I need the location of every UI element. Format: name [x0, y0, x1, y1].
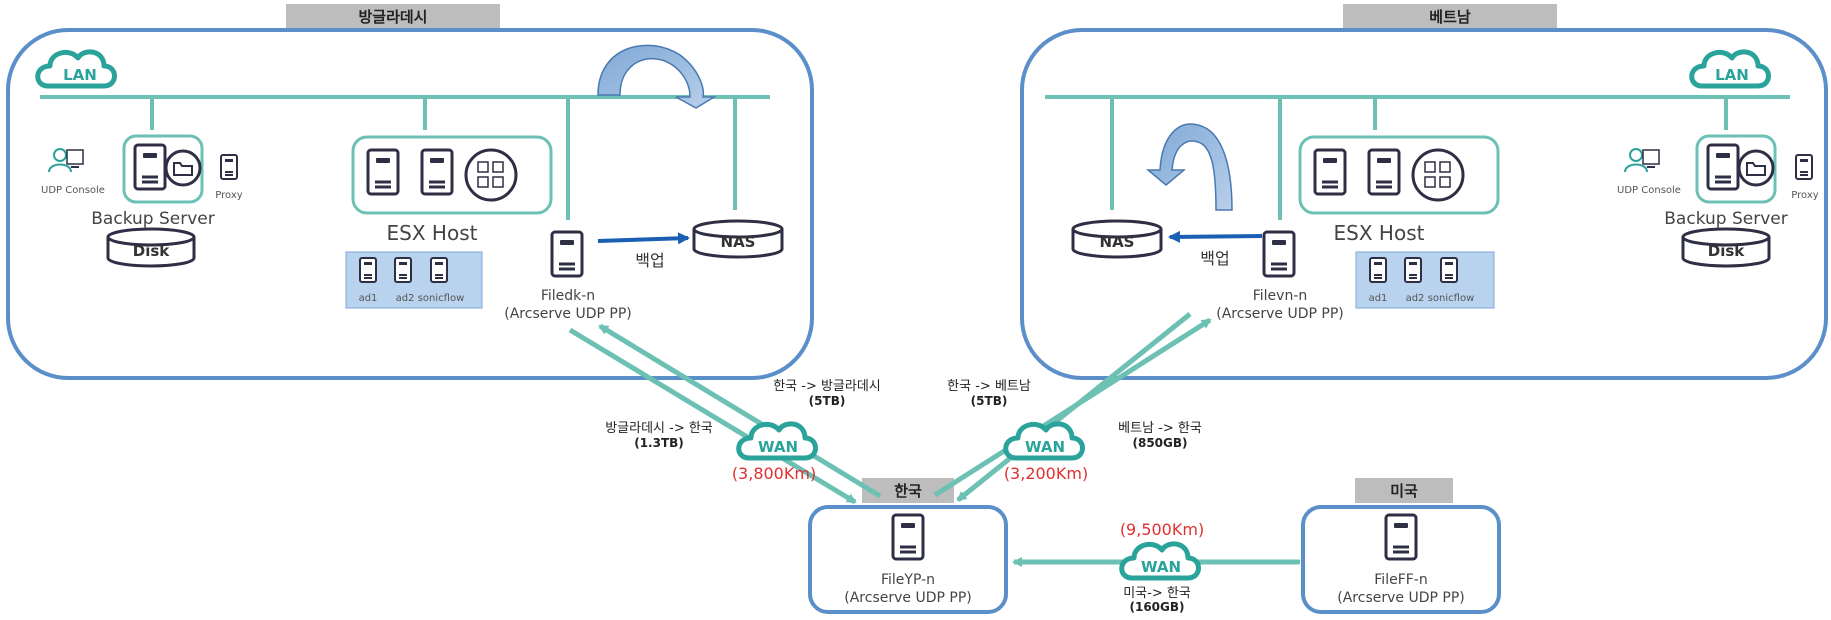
wan-label: WAN: [1141, 558, 1181, 576]
site-tab-label: 방글라데시: [358, 8, 427, 26]
vm-ad1-icon: [359, 257, 377, 283]
backup-label: 백업: [1200, 249, 1229, 268]
vm-sonicflow-icon: [1440, 257, 1458, 283]
user-console-icon: [1624, 148, 1660, 173]
link-vietnam-korea: [933, 312, 1212, 502]
distance-label: (3,800Km): [732, 464, 816, 483]
file-server-label: FileYP-n: [881, 572, 935, 588]
nas-icon: [692, 219, 784, 259]
vm-label: sonicflow: [1428, 293, 1475, 304]
wan-label: WAN: [1025, 438, 1065, 456]
esx-host-icon: [351, 135, 553, 215]
file-server-icon: [891, 513, 925, 561]
backup-arrow: [597, 232, 690, 245]
file-server-sub-label: (Arcserve UDP PP): [1337, 590, 1464, 606]
link-from-label: 방글라데시 -> 한국: [605, 421, 713, 436]
site-boundary: [6, 28, 814, 380]
disk-icon: [106, 227, 196, 268]
vm-label: ad1: [359, 293, 378, 304]
proxy-label: Proxy: [215, 190, 242, 201]
link-size: (160GB): [1129, 600, 1184, 614]
lan-label: LAN: [1715, 66, 1749, 84]
proxy-label: Proxy: [1791, 190, 1818, 201]
site-usa: 미국 FileFF-n (Arcserve UDP PP): [1301, 478, 1501, 614]
vm-ad2-icon: [1404, 257, 1422, 283]
nas-label: NAS: [1100, 233, 1135, 251]
disk-label: Disk: [1708, 242, 1746, 260]
backup-server-label: Backup Server: [1664, 209, 1787, 229]
vm-ad2-icon: [394, 257, 412, 283]
disk-icon: [1681, 227, 1771, 268]
distance-label: (9,500Km): [1120, 520, 1204, 539]
site-bangladesh: 방글라데시 LAN UDP Console Pro: [6, 4, 814, 380]
file-server-label: Filedk-n: [541, 288, 595, 304]
site-tab-label: 한국: [894, 482, 922, 500]
file-server-sub-label: (Arcserve UDP PP): [1216, 306, 1343, 322]
file-server-sub-label: (Arcserve UDP PP): [504, 306, 631, 322]
disk-label: Disk: [133, 242, 171, 260]
site-vietnam: 베트남 LAN NAS 백업 Filevn-n (Arcserve UDP PP…: [1020, 4, 1828, 380]
proxy-server-icon: [220, 154, 238, 180]
backup-label: 백업: [635, 251, 664, 270]
udp-console-label: UDP Console: [1617, 185, 1681, 196]
vm-label: ad1: [1369, 293, 1388, 304]
nas-icon: [1071, 219, 1163, 259]
vm-label: sonicflow: [418, 293, 465, 304]
udp-console-label: UDP Console: [41, 185, 105, 196]
link-to-label: 한국 -> 방글라데시: [773, 379, 881, 394]
link-bangladesh-korea: [568, 323, 882, 505]
esx-host-label: ESX Host: [1334, 221, 1425, 245]
vm-ad1-icon: [1369, 257, 1387, 283]
distance-label: (3,200Km): [1004, 464, 1088, 483]
link-from-size: (850GB): [1132, 436, 1187, 450]
site-tab-vietnam: [1343, 4, 1557, 29]
link-to-label: 한국 -> 베트남: [947, 379, 1031, 394]
lan-label: LAN: [63, 66, 97, 84]
user-console-icon: [48, 148, 84, 173]
link-to-size: (5TB): [809, 394, 846, 408]
site-boundary: [1020, 28, 1828, 380]
vm-label: ad2: [1406, 293, 1425, 304]
backup-server-icon: [122, 134, 204, 204]
link-to-size: (5TB): [971, 394, 1008, 408]
site-tab-label: 베트남: [1429, 8, 1471, 26]
site-tab-bangladesh: [286, 4, 500, 29]
backup-server-label: Backup Server: [91, 209, 214, 229]
swirl-arrow-icon: [597, 44, 717, 109]
backup-server-icon: [1695, 134, 1777, 204]
link-from-label: 베트남 -> 한국: [1118, 421, 1202, 436]
site-korea: 한국 FileYP-n (Arcserve UDP PP): [808, 478, 1008, 614]
link-label: 미국-> 한국: [1123, 586, 1191, 601]
wan-label: WAN: [758, 438, 798, 456]
file-server-icon: [1384, 513, 1418, 561]
file-server-label: Filevn-n: [1253, 288, 1308, 304]
esx-host-icon: [1298, 135, 1500, 215]
vm-label: ad2: [396, 293, 415, 304]
esx-host-label: ESX Host: [387, 221, 478, 245]
file-server-icon: [550, 230, 584, 278]
proxy-server-icon: [1795, 154, 1813, 180]
file-server-sub-label: (Arcserve UDP PP): [844, 590, 971, 606]
site-tab-usa: [1355, 478, 1453, 503]
vm-sonicflow-icon: [430, 257, 448, 283]
backup-arrow: [1168, 230, 1263, 243]
file-server-icon: [1262, 230, 1296, 278]
swirl-arrow-icon: [1145, 123, 1233, 211]
link-from-size: (1.3TB): [634, 436, 684, 450]
file-server-label: FileFF-n: [1374, 572, 1427, 588]
nas-label: NAS: [721, 233, 756, 251]
site-tab-label: 미국: [1390, 482, 1418, 500]
